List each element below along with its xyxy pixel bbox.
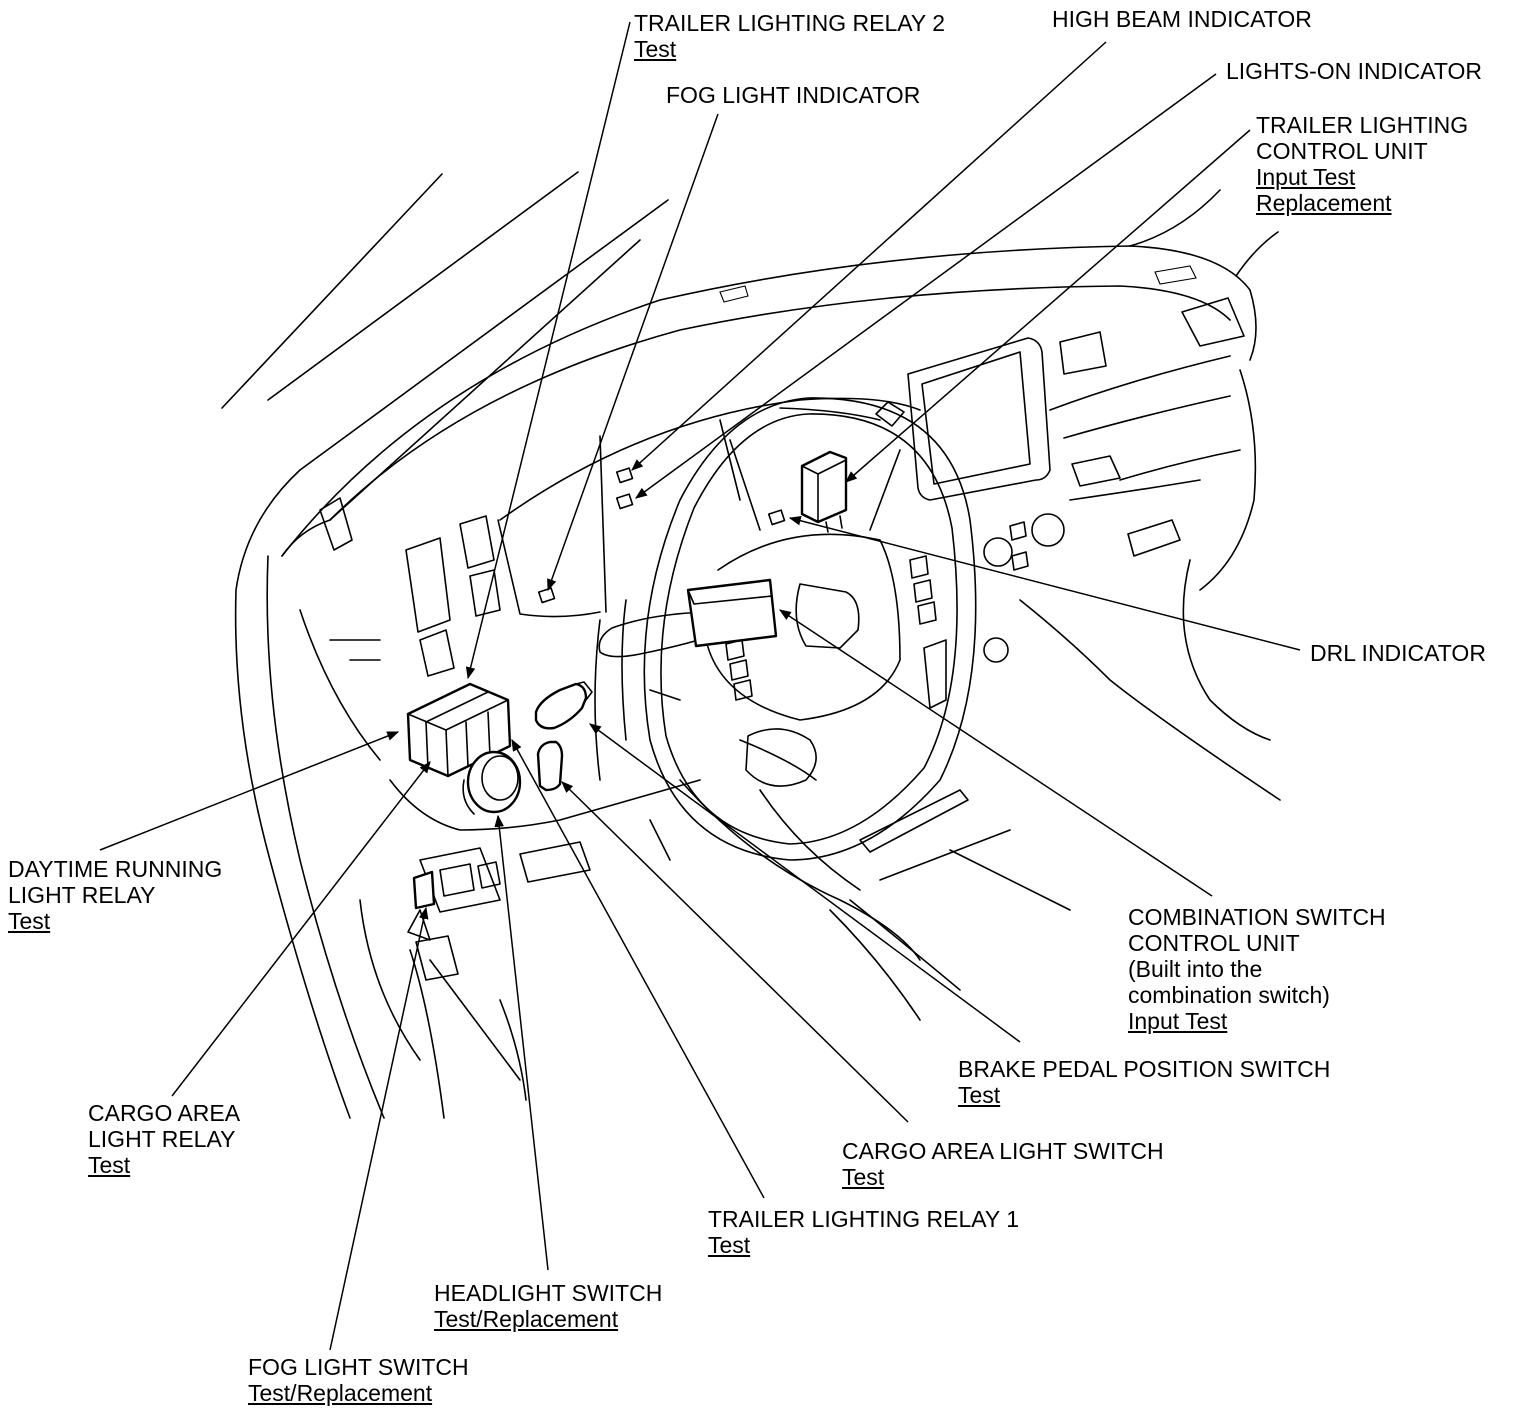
door-frame	[234, 469, 385, 1119]
callout-title-line-2: LIGHT RELAY	[8, 882, 156, 908]
callout-title: HIGH BEAM INDICATOR	[1052, 6, 1312, 32]
callout-title: TRAILER LIGHTING RELAY 1	[708, 1206, 1020, 1232]
callout-note-line-2: combination switch)	[1128, 982, 1330, 1008]
test-replacement-link[interactable]: Test/Replacement	[434, 1306, 619, 1332]
callout-cargo-area-light-relay: CARGO AREA LIGHT RELAY Test	[88, 1100, 240, 1178]
callout-trailer-lighting-relay-1: TRAILER LIGHTING RELAY 1 Test	[708, 1206, 1019, 1258]
instrument-cluster	[497, 397, 921, 618]
input-test-link[interactable]: Input Test	[1256, 164, 1356, 190]
callout-drl-indicator: DRL INDICATOR	[1310, 640, 1486, 666]
test-link[interactable]: Test	[842, 1164, 885, 1190]
callout-title: COMBINATION SWITCH	[1128, 904, 1386, 930]
test-link[interactable]: Test	[958, 1082, 1001, 1108]
replacement-link[interactable]: Replacement	[1256, 190, 1392, 216]
test-link[interactable]: Test	[634, 36, 677, 62]
callout-high-beam-indicator: HIGH BEAM INDICATOR	[1052, 6, 1312, 32]
left-dash-panel	[299, 497, 701, 981]
dashboard-top	[281, 189, 1279, 557]
floor-area	[359, 899, 527, 1119]
callout-title: FOG LIGHT SWITCH	[248, 1354, 469, 1380]
callout-trailer-lighting-control-unit: TRAILER LIGHTING CONTROL UNIT Input Test…	[1256, 112, 1468, 216]
callout-title: CARGO AREA LIGHT SWITCH	[842, 1138, 1164, 1164]
test-link[interactable]: Test	[88, 1152, 131, 1178]
trailer-control-unit	[800, 450, 848, 533]
callout-fog-light-indicator: FOG LIGHT INDICATOR	[666, 82, 920, 108]
callout-title: HEADLIGHT SWITCH	[434, 1280, 663, 1306]
combination-switch	[598, 578, 778, 658]
headlight-knob	[462, 750, 522, 815]
indicator-squares	[537, 467, 786, 604]
callout-brake-pedal-position-switch: BRAKE PEDAL POSITION SWITCH Test	[958, 1056, 1330, 1108]
callout-cargo-area-light-switch: CARGO AREA LIGHT SWITCH Test	[842, 1138, 1164, 1190]
callout-title: TRAILER LIGHTING	[1256, 112, 1469, 138]
callout-title: BRAKE PEDAL POSITION SWITCH	[958, 1056, 1331, 1082]
callout-title: DAYTIME RUNNING	[8, 856, 223, 882]
leader-lines	[99, 21, 1301, 1351]
center-console	[907, 331, 1281, 801]
callout-note-line-1: (Built into the	[1128, 956, 1263, 982]
cargo-switch	[536, 740, 564, 792]
callout-daytime-running-light-relay: DAYTIME RUNNING LIGHT RELAY Test	[8, 856, 222, 934]
callout-title: CARGO AREA	[88, 1100, 241, 1126]
brake-switch	[534, 681, 593, 730]
callout-lights-on-indicator: LIGHTS-ON INDICATOR	[1226, 58, 1482, 84]
input-test-link[interactable]: Input Test	[1128, 1008, 1228, 1034]
callout-title: TRAILER LIGHTING RELAY 2	[634, 10, 946, 36]
callout-title-line-2: LIGHT RELAY	[88, 1126, 236, 1152]
callout-title: LIGHTS-ON INDICATOR	[1226, 58, 1482, 84]
steering-wheel	[643, 397, 977, 861]
lower-console	[679, 779, 1071, 1021]
callout-headlight-switch: HEADLIGHT SWITCH Test/Replacement	[434, 1280, 662, 1332]
fog-switch	[412, 870, 436, 910]
callout-title-line-2: CONTROL UNIT	[1128, 930, 1300, 956]
callout-fog-light-switch: FOG LIGHT SWITCH Test/Replacement	[248, 1354, 469, 1406]
callout-trailer-lighting-relay-2: TRAILER LIGHTING RELAY 2 Test	[634, 10, 945, 62]
test-link[interactable]: Test	[708, 1232, 751, 1258]
test-link[interactable]: Test	[8, 908, 51, 934]
callout-title: FOG LIGHT INDICATOR	[666, 82, 921, 108]
callout-title: DRL INDICATOR	[1310, 640, 1486, 666]
callout-title-line-2: CONTROL UNIT	[1256, 138, 1428, 164]
test-replacement-link[interactable]: Test/Replacement	[248, 1380, 433, 1406]
callout-combination-switch-control-unit: COMBINATION SWITCH CONTROL UNIT (Built i…	[1128, 904, 1386, 1034]
